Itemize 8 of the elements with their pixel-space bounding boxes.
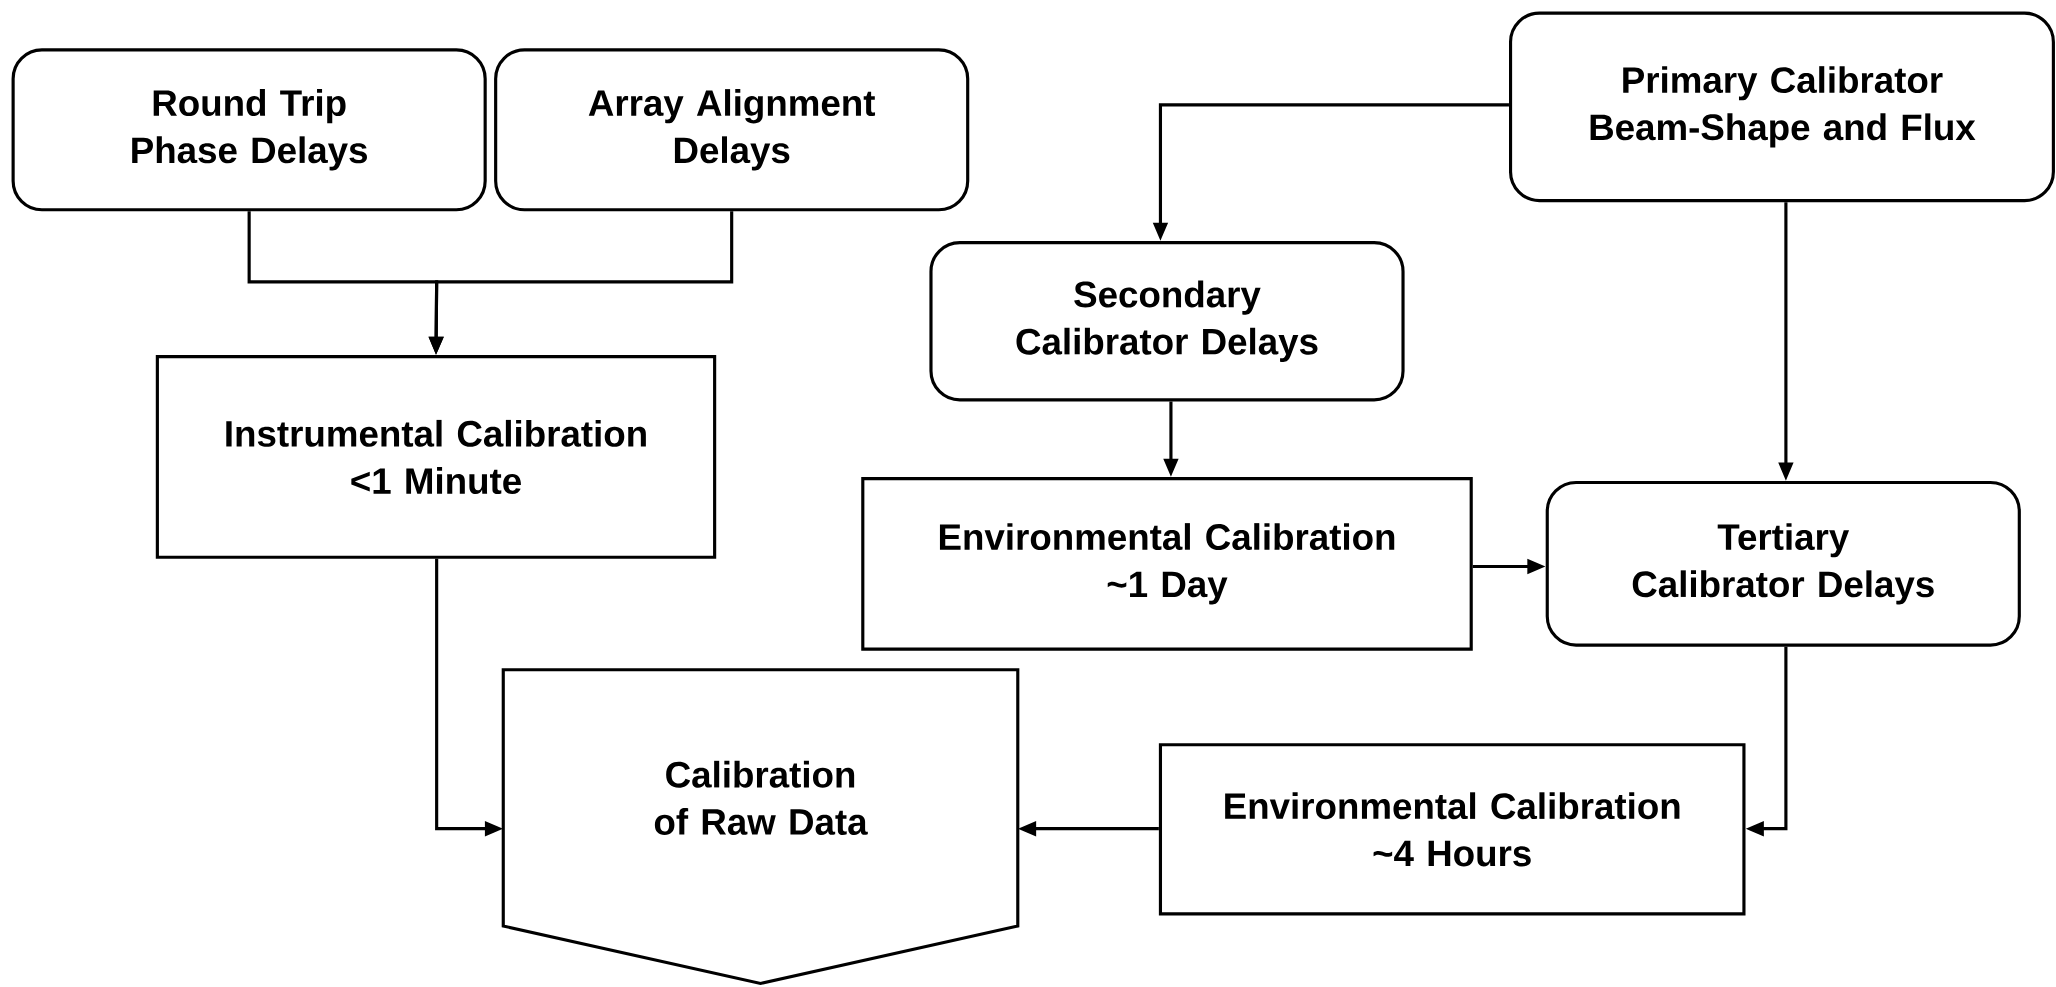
rounded-box: Array Alignment Delays	[494, 48, 970, 212]
rounded-box: Tertiary Calibrator Delays	[1545, 480, 2021, 647]
rounded-box: Primary Calibrator Beam-Shape and Flux	[1508, 11, 2055, 203]
rounded-box: Secondary Calibrator Delays	[929, 240, 1405, 402]
process-box: Instrumental Calibration <1 Minute	[155, 354, 717, 559]
process-box: Environmental Calibration ~4 Hours	[1158, 743, 1746, 916]
rounded-box: Round Trip Phase Delays	[11, 48, 487, 212]
process-box: Environmental Calibration ~1 Day	[861, 476, 1473, 651]
